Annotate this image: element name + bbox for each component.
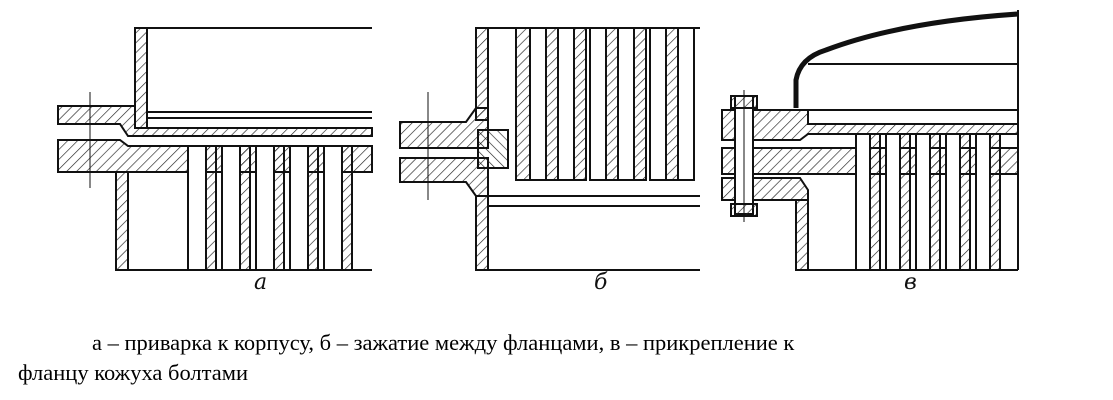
diagram-a-welded-to-shell [57,27,373,271]
tube-sheet-fastening-figure [57,10,1019,271]
diagram-b-clamped-between-flanges [399,27,700,271]
caption-line-2: фланцу кожуха болтами [18,360,249,385]
label-b: б [594,270,608,295]
diagram-c-tube-bundle [855,133,1001,271]
diagram-b-tube-bundle [515,27,695,181]
caption-line-1: а – приварка к корпусу, б – зажатие межд… [92,330,795,355]
label-a: а [254,270,268,295]
label-c: в [904,270,917,295]
bolt-icon [730,90,758,222]
figure-caption: а – приварка к корпусу, б – зажатие межд… [18,328,1108,388]
diagram-a-tube-bundle [187,145,353,271]
diagram-c-bolted-to-shell-flange [721,10,1019,271]
